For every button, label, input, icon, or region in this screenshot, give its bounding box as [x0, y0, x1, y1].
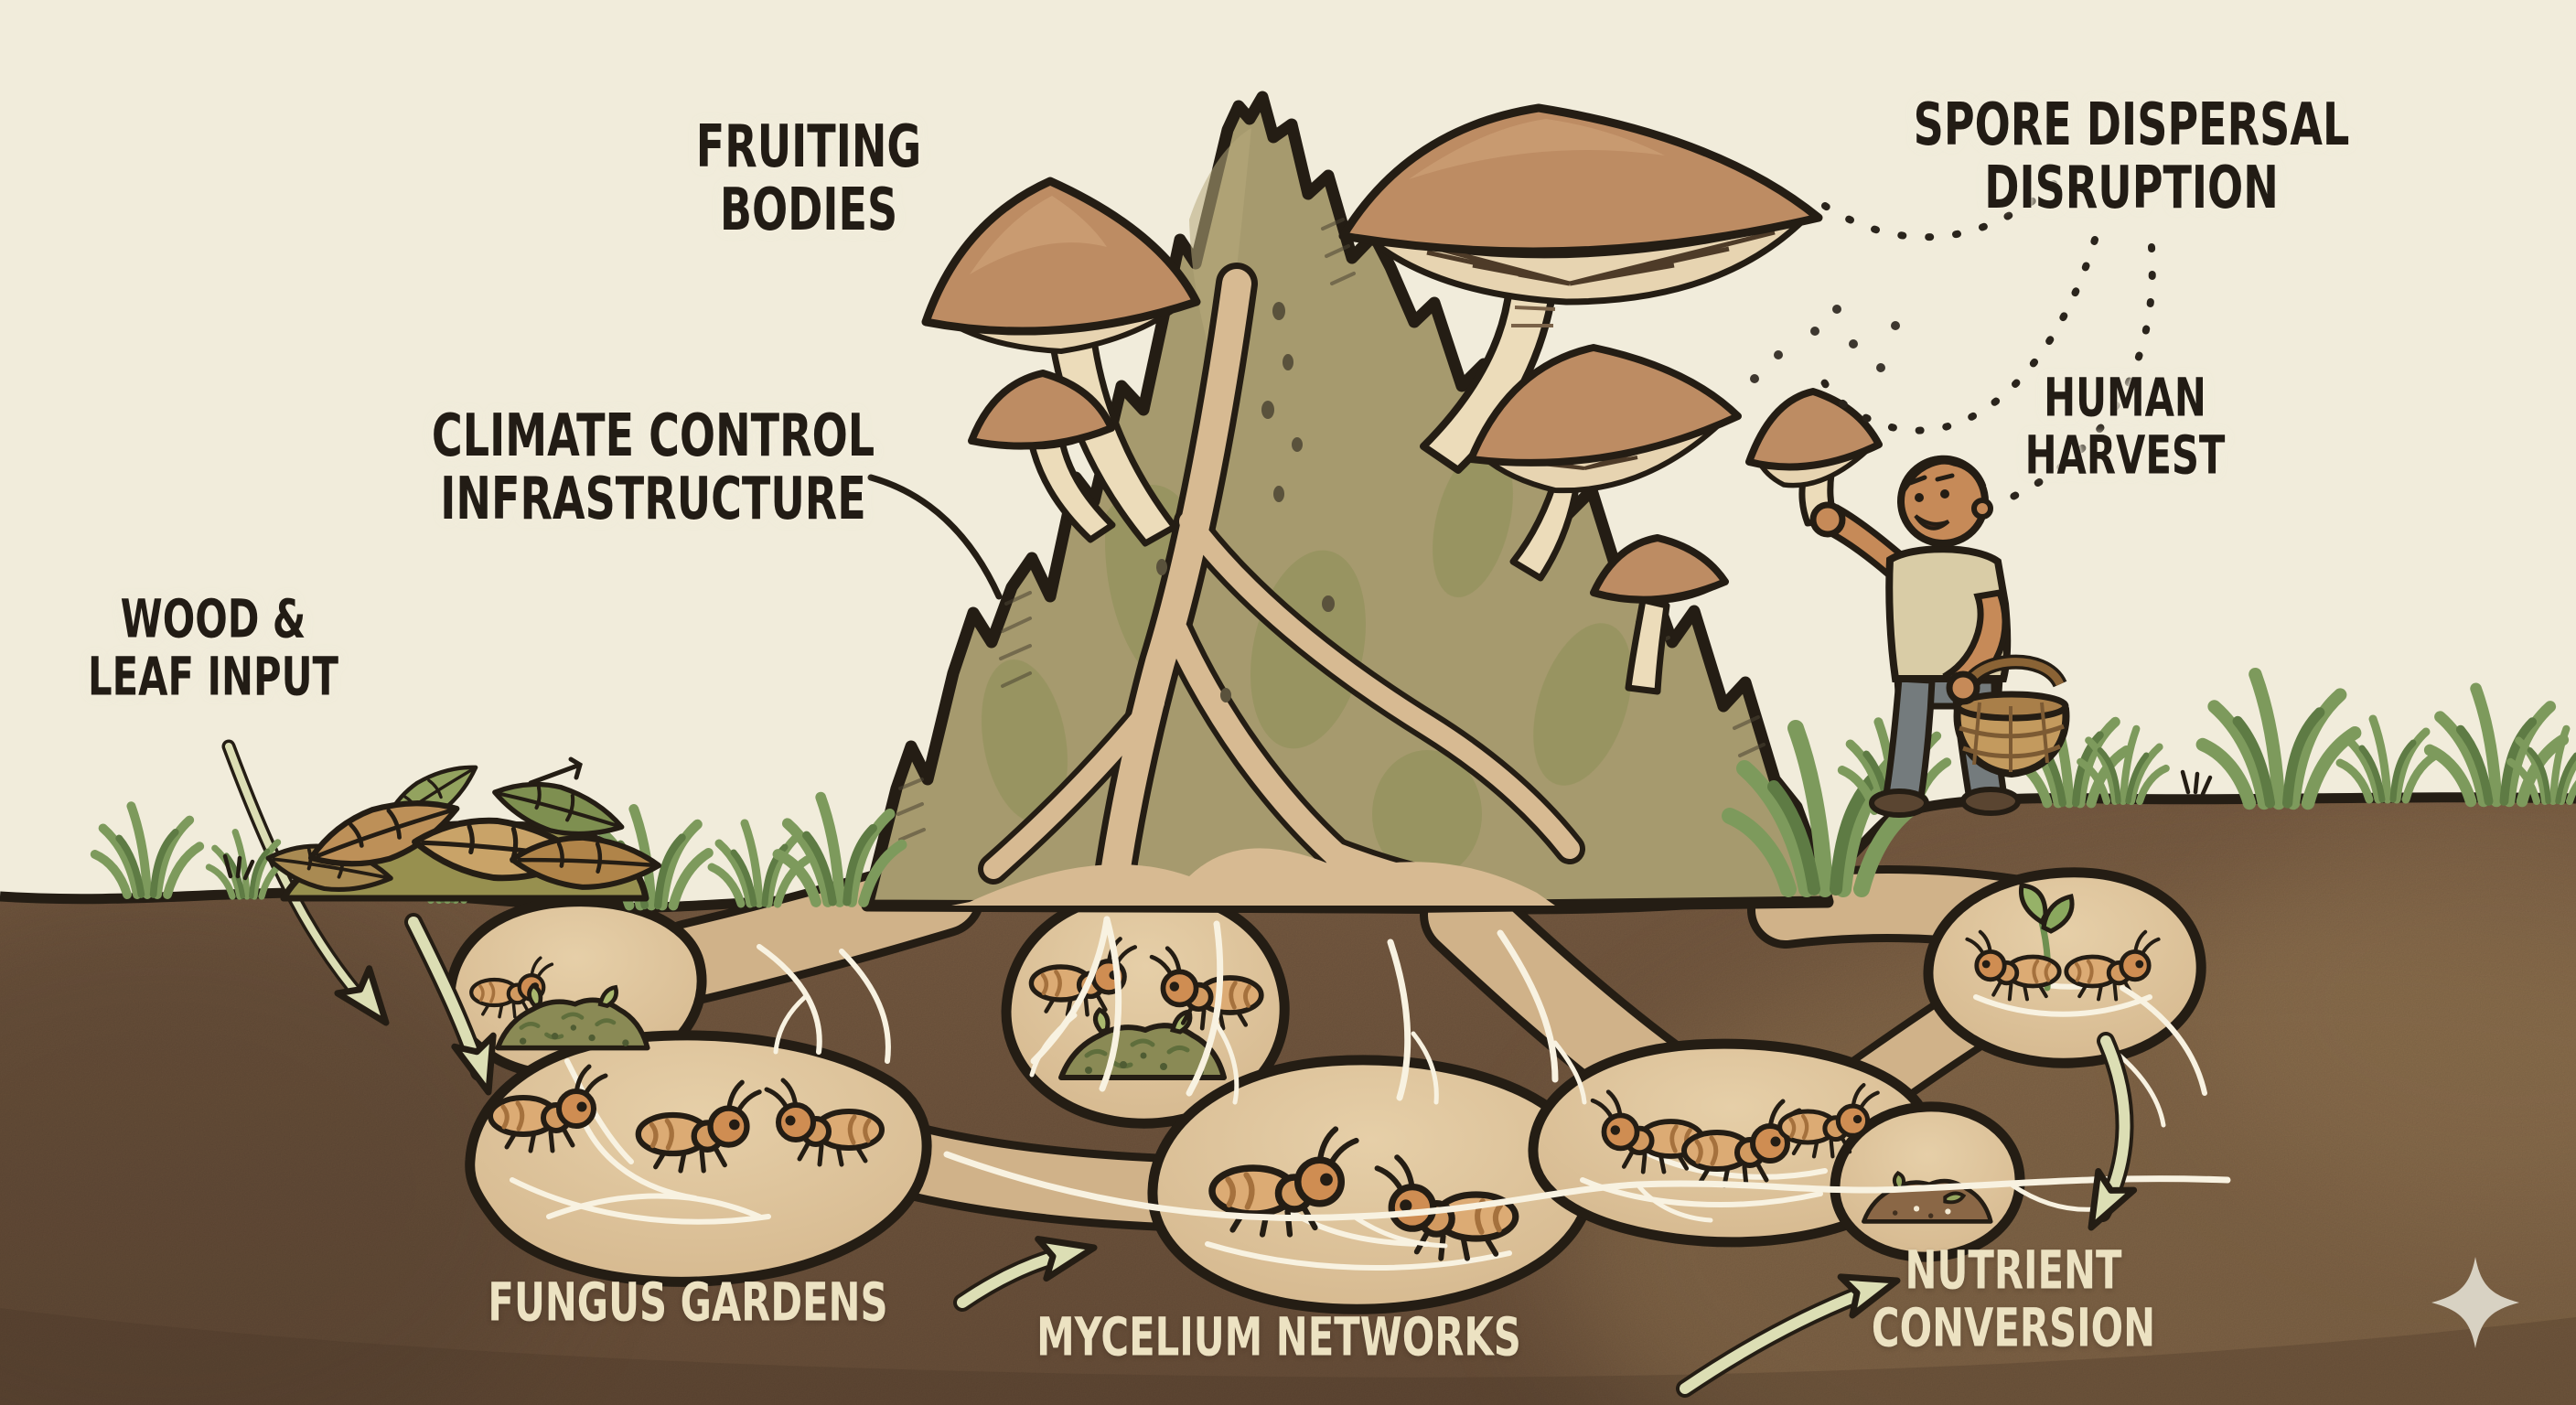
label-line: LEAF INPUT — [87, 645, 339, 707]
hand — [1809, 501, 1846, 538]
label-line: FUNGUS GARDENS — [488, 1271, 888, 1334]
flow-arrows — [221, 739, 2134, 1398]
spore-dots — [1750, 305, 1900, 383]
sprout-chamber — [1923, 867, 2206, 1068]
human-figure — [1809, 455, 2070, 818]
label-fruiting-bodies: FRUITING BODIES — [695, 113, 922, 244]
label-wood-leaf-input: WOOD & LEAF INPUT — [88, 590, 338, 704]
spore-dispersal-trails — [1816, 166, 2156, 509]
label-line: BODIES — [719, 177, 898, 244]
sprout-icon — [2018, 883, 2075, 992]
leaf-input-arrow — [404, 913, 508, 1098]
label-line: CONVERSION — [1871, 1296, 2156, 1358]
chamber-contents — [471, 883, 2158, 1271]
nutrient-down-arrow — [2074, 1032, 2134, 1237]
label-fungus-gardens: FUNGUS GARDENS — [488, 1274, 887, 1332]
label-nutrient-conversion: NUTRIENT CONVERSION — [1872, 1241, 2155, 1356]
label-line: DISRUPTION — [1984, 155, 2279, 222]
label-line: CLIMATE CONTROL — [431, 402, 875, 470]
mycelium-network — [757, 916, 2231, 1249]
fungus-garden-chamber — [465, 1030, 932, 1287]
label-line: SPORE DISPERSAL — [1913, 91, 2350, 159]
label-climate-control: CLIMATE CONTROL INFRASTRUCTURE — [431, 402, 875, 533]
label-line: FRUITING — [695, 113, 922, 181]
label-spore-dispersal: SPORE DISPERSAL DISRUPTION — [1913, 91, 2350, 222]
garden-to-mycelium-arrow — [953, 1228, 1099, 1312]
climate-callout-line — [867, 474, 1003, 600]
mushroom — [968, 370, 1116, 543]
mushroom — [1467, 344, 1742, 582]
label-line: MYCELIUM NETWORKS — [1036, 1305, 1521, 1368]
mound-channels — [951, 263, 1585, 911]
label-line: INFRASTRUCTURE — [440, 466, 866, 533]
label-line: NUTRIENT — [1905, 1239, 2122, 1302]
mushroom — [1590, 534, 1729, 695]
shoe — [1869, 788, 1929, 818]
mycelium-to-nutrient-arrow — [1676, 1261, 1903, 1398]
hair — [1899, 455, 1987, 493]
basket — [1953, 654, 2070, 778]
label-line: HUMAN — [2044, 366, 2206, 429]
termite-mound — [861, 91, 1834, 914]
label-line: WOOD & — [120, 587, 306, 650]
sparkle-icon — [2431, 1257, 2519, 1348]
leaf-litter-pile — [264, 752, 660, 899]
label-human-harvest: HUMAN HARVEST — [2025, 369, 2226, 483]
label-line: HARVEST — [2024, 424, 2226, 486]
harvested-mushroom — [1745, 388, 1883, 527]
mushroom — [1338, 103, 1823, 474]
head — [1897, 455, 1993, 547]
fruiting-body-mushrooms — [921, 103, 1883, 695]
hand — [1946, 670, 1980, 705]
shoe — [1960, 787, 2021, 816]
label-mycelium-networks: MYCELIUM NETWORKS — [1036, 1309, 1521, 1367]
